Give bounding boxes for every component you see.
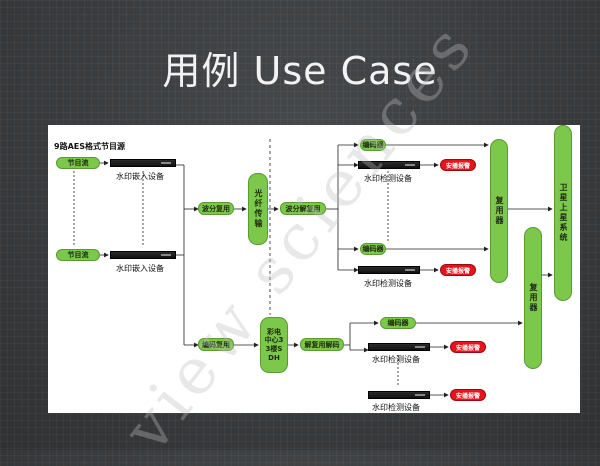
wdm-mux: 波分复用 — [198, 202, 234, 215]
watermark-detect-label-4: 水印检测设备 — [372, 403, 420, 412]
satellite-label: 卫星上星系统 — [559, 183, 568, 243]
sdh-label: 彩电中心33楼SDH — [264, 327, 284, 362]
multiplexer-2: 复用器 — [524, 227, 542, 369]
sdh-node: 彩电中心33楼SDH — [260, 317, 288, 373]
watermark-embed-device-1 — [110, 159, 176, 167]
watermark-embed-label-2: 水印嵌入设备 — [116, 264, 164, 273]
multiplexer-1-label: 复用器 — [495, 196, 504, 226]
diagram-connectors — [73, 139, 553, 398]
alarm-3: 安播报警 — [450, 341, 486, 353]
watermark-detect-device-3 — [368, 343, 430, 351]
encode-mux: 编码复用 — [198, 338, 234, 351]
program-stream-2: 节目流 — [56, 249, 100, 261]
satellite-uplink-system: 卫星上星系统 — [554, 125, 572, 301]
encoder-2: 编码器 — [360, 243, 386, 255]
watermark-embed-label-1: 水印嵌入设备 — [116, 172, 164, 181]
fiber-transmission-label: 光纤传输 — [254, 189, 263, 229]
watermark-detect-label-1: 水印检测设备 — [364, 174, 412, 183]
alarm-4: 安播报警 — [450, 389, 486, 401]
diagram-panel: 9路AES格式节目源 节目流 节目流 水印嵌入设备 水印嵌入设备 波分复用 编码… — [48, 125, 580, 413]
alarm-2: 安播报警 — [440, 264, 476, 276]
multiplexer-1: 复用器 — [490, 139, 508, 283]
demux-decode: 解复用解码 — [300, 338, 344, 351]
encoder-1: 编码器 — [360, 139, 386, 151]
wdm-demux: 波分解复用 — [280, 202, 326, 215]
watermark-detect-label-3: 水印检测设备 — [372, 355, 420, 364]
watermark-detect-device-2 — [358, 266, 420, 274]
encoder-3: 编码器 — [380, 317, 416, 329]
watermark-detect-device-4 — [368, 391, 430, 399]
multiplexer-2-label: 复用器 — [529, 283, 538, 313]
fiber-transmission: 光纤传输 — [248, 173, 268, 245]
slide-title: 用例 Use Case — [162, 49, 438, 93]
watermark-embed-device-2 — [110, 251, 176, 259]
alarm-1: 安播报警 — [440, 159, 476, 171]
program-stream-1: 节目流 — [56, 157, 100, 169]
watermark-detect-label-2: 水印检测设备 — [364, 279, 412, 288]
watermark-detect-device-1 — [358, 161, 420, 169]
source-label: 9路AES格式节目源 — [54, 142, 125, 151]
